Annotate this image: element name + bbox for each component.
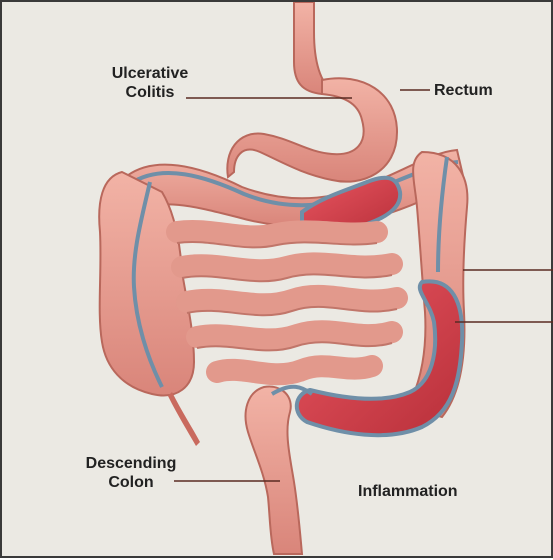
ulcerative-colitis-line2: Colitis bbox=[98, 83, 202, 102]
stomach bbox=[227, 78, 397, 181]
descending-colon-line1: Descending bbox=[76, 454, 186, 473]
small-intestine bbox=[177, 231, 397, 374]
rectum-tube bbox=[246, 387, 302, 554]
ulcerative-colitis-label: Ulcerative Colitis bbox=[98, 64, 202, 102]
inflammation-label: Inflammation bbox=[358, 482, 458, 501]
ulcerative-colitis-line1: Ulcerative bbox=[98, 64, 202, 83]
appendix bbox=[168, 392, 200, 446]
rectum-label: Rectum bbox=[434, 81, 493, 100]
descending-colon-label: Descending Colon bbox=[76, 454, 186, 492]
descending-colon-line2: Colon bbox=[76, 473, 186, 492]
